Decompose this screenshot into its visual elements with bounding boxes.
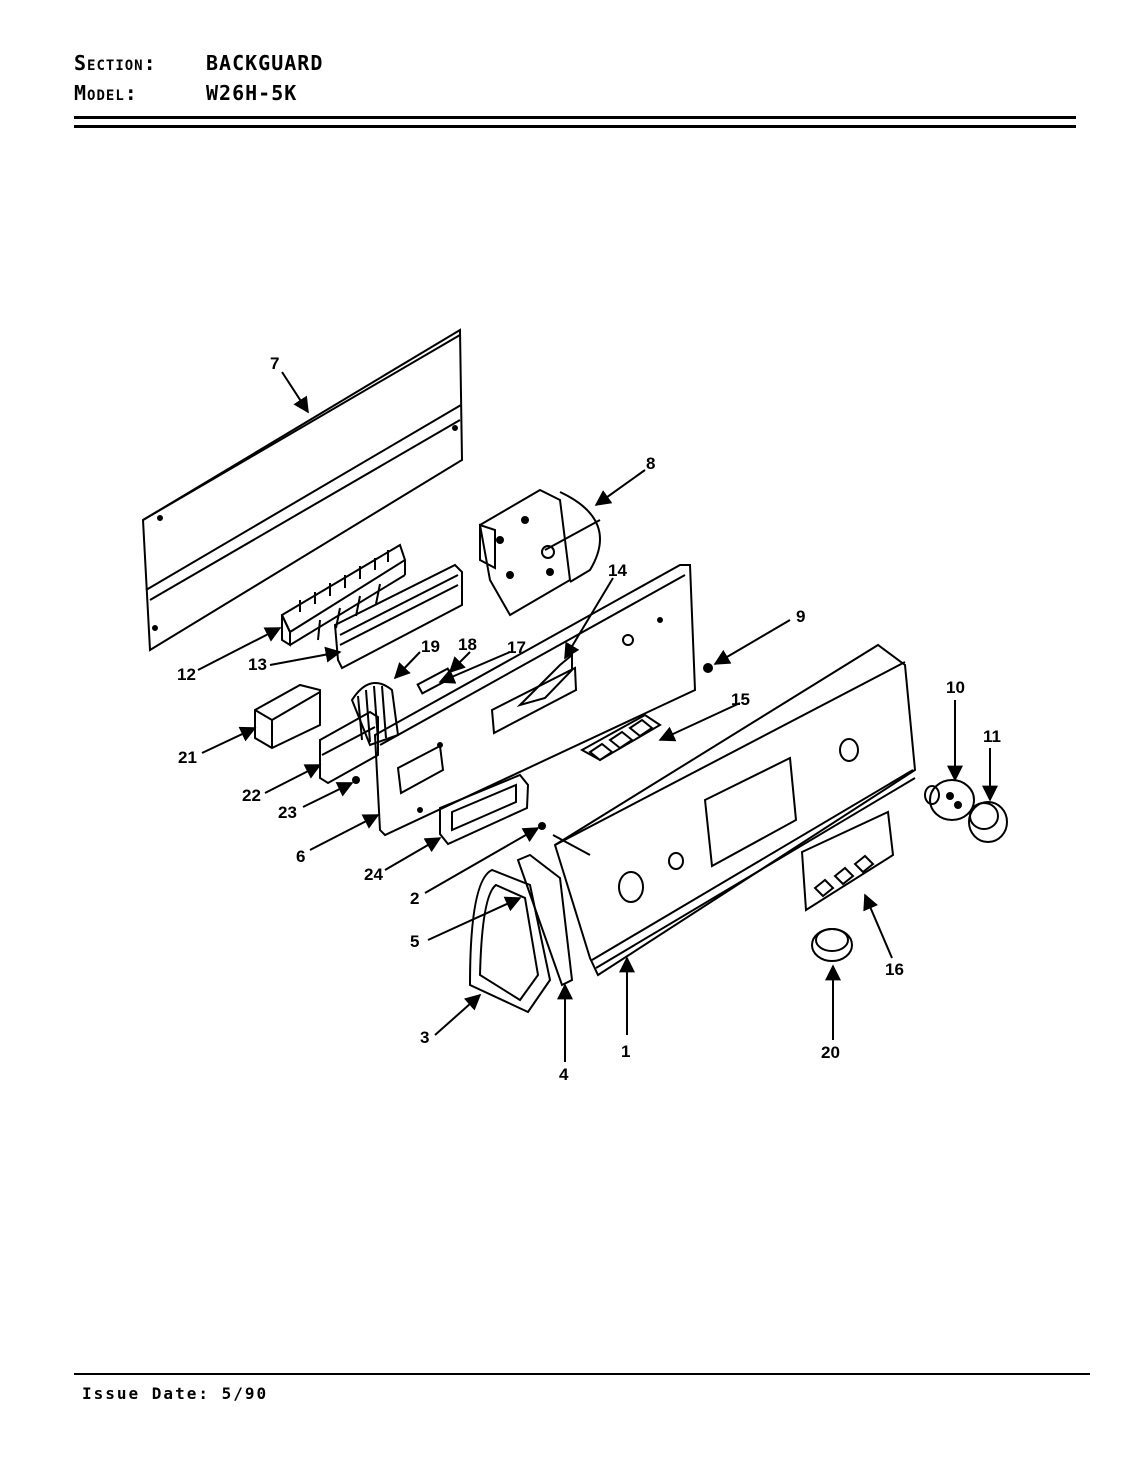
part-2-screw <box>538 822 546 830</box>
part-1-backguard-console <box>553 643 917 977</box>
callout-8: 8 <box>646 454 655 473</box>
part-10-knob-base <box>924 779 975 821</box>
part-23-screw <box>352 776 360 784</box>
callout-17: 17 <box>507 638 526 657</box>
section-row: Section: BACKGUARD <box>74 48 323 78</box>
footer-rule <box>74 1373 1090 1375</box>
callout-7: 7 <box>270 354 279 373</box>
callout-16: 16 <box>885 960 904 979</box>
header-rule-top <box>74 116 1076 119</box>
callout-22: 22 <box>242 786 261 805</box>
part-6-control-panel <box>373 564 697 837</box>
callout-3: 3 <box>420 1028 429 1047</box>
callout-5: 5 <box>410 932 419 951</box>
callout-numbers: 7 8 14 9 17 18 19 12 13 15 10 11 21 22 2… <box>177 354 1001 1084</box>
part-3-lens-housing <box>468 868 552 1014</box>
callout-21: 21 <box>178 748 197 767</box>
model-value: W26H-5K <box>206 81 298 105</box>
part-21-connector <box>254 683 321 750</box>
callout-23: 23 <box>278 803 297 822</box>
callout-11: 11 <box>983 727 1001 746</box>
leader-lines <box>197 371 998 1062</box>
callout-13: 13 <box>248 655 267 674</box>
part-7-rear-cover <box>141 328 464 652</box>
section-value: BACKGUARD <box>206 51 324 75</box>
part-24-frame <box>439 773 530 846</box>
part-16-overlay <box>800 810 895 912</box>
part-9-screw <box>703 663 713 673</box>
callout-1: 1 <box>621 1042 630 1061</box>
section-label: Section: <box>74 51 157 75</box>
callout-18: 18 <box>458 635 477 654</box>
model-label: Model: <box>74 81 138 105</box>
part-8-timer <box>478 488 601 617</box>
part-13-bracket <box>333 563 463 670</box>
callout-2: 2 <box>410 889 419 908</box>
callout-12: 12 <box>177 665 196 684</box>
callout-6: 6 <box>296 847 305 866</box>
callout-19: 19 <box>421 637 440 656</box>
part-11-knob <box>968 801 1008 843</box>
part-15-buttons <box>579 713 662 762</box>
callout-9: 9 <box>796 607 805 626</box>
callout-24: 24 <box>364 865 383 884</box>
issue-date: Issue Date: 5/90 <box>82 1384 268 1403</box>
callout-20: 20 <box>821 1043 840 1062</box>
part-20-knob <box>811 928 853 962</box>
issue-date-label: Issue Date: <box>82 1384 210 1403</box>
model-row: Model: W26H-5K <box>74 78 323 108</box>
issue-date-value: 5/90 <box>221 1384 269 1403</box>
page-header: Section: BACKGUARD Model: W26H-5K <box>74 48 323 108</box>
part-14-clip <box>516 652 573 707</box>
callout-4: 4 <box>559 1065 569 1084</box>
part-4-strip <box>516 853 574 987</box>
part-12-switch-block <box>280 543 407 647</box>
part-18-fuse <box>416 667 454 695</box>
header-rule-bottom <box>74 125 1076 128</box>
callout-10: 10 <box>946 678 965 697</box>
callout-15: 15 <box>731 690 750 709</box>
callout-14: 14 <box>608 561 627 580</box>
